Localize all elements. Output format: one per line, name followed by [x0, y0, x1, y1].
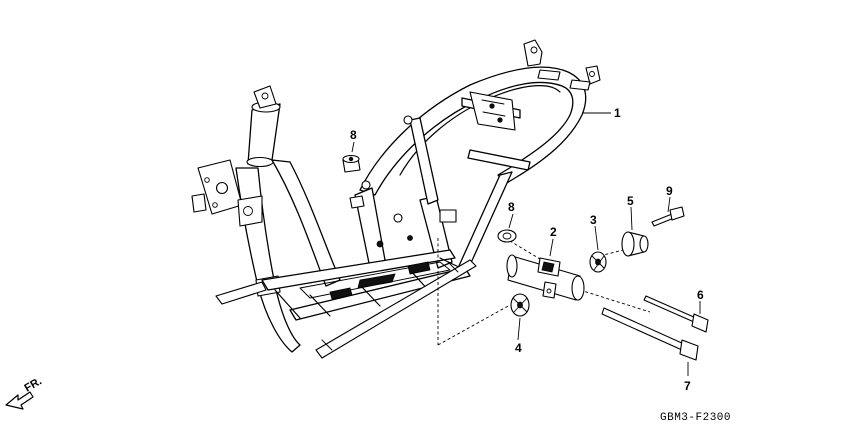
pivot-bracket-part-2: [506, 254, 585, 301]
callout-8-upper: 8: [350, 128, 357, 142]
callout-2: 2: [550, 225, 557, 239]
bolt-part-7: [601, 307, 699, 361]
frame-body: [191, 39, 601, 359]
nut-part-8-lower: [497, 229, 517, 243]
callout-9: 9: [666, 184, 673, 198]
bushing-part-4: [510, 293, 530, 317]
callout-5: 5: [627, 194, 634, 208]
callout-1: 1: [614, 106, 621, 120]
figure-code: GBM3-F2300: [660, 412, 731, 424]
callout-7: 7: [684, 379, 691, 393]
front-direction-arrow-icon: [5, 391, 34, 410]
callout-8-lower: 8: [508, 200, 515, 214]
bolt-part-9: [651, 206, 685, 227]
callout-6: 6: [697, 288, 704, 302]
front-direction-label: FR.: [23, 375, 44, 394]
nut-part-8-upper: [342, 154, 361, 173]
collar-part-5: [621, 231, 649, 257]
bushing-part-3: [589, 251, 607, 273]
callout-3: 3: [590, 213, 597, 227]
alignment-lines: [437, 237, 651, 346]
bolt-part-6: [643, 295, 709, 333]
callout-leaders: [351, 112, 701, 376]
callout-4: 4: [515, 341, 522, 355]
